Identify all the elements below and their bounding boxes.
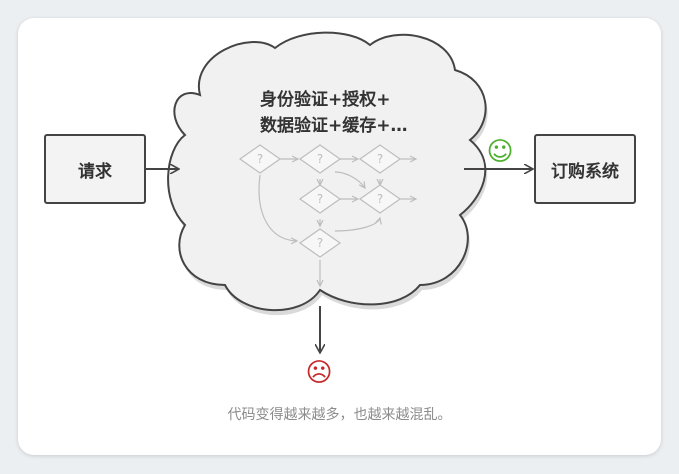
cloud-title-line1: 身份验证+授权+ — [260, 90, 391, 110]
cloud-shape — [167, 31, 487, 311]
decision-glyph: ? — [257, 152, 263, 166]
request-label: 请求 — [78, 161, 112, 182]
decision-glyph: ? — [317, 236, 323, 250]
decision-node — [298, 184, 342, 214]
decision-node — [358, 144, 402, 174]
happy-face-icon: ☺ — [486, 137, 513, 167]
order-system-box: 订购系统 — [534, 134, 636, 204]
decision-glyph: ? — [377, 152, 383, 166]
decision-node — [358, 184, 402, 214]
internal-flow — [258, 159, 416, 286]
order-system-label: 订购系统 — [551, 161, 619, 182]
cloud-title-line2: 数据验证+缓存+… — [260, 116, 408, 136]
caption: 代码变得越来越多，也越来越混乱。 — [227, 407, 452, 423]
decision-glyph: ? — [377, 192, 383, 206]
decision-glyph: ? — [317, 192, 323, 206]
decision-node — [298, 144, 342, 174]
decision-glyph: ? — [317, 152, 323, 166]
sad-face-icon: ☹ — [305, 358, 332, 388]
decision-node — [238, 144, 282, 174]
decision-node — [298, 228, 342, 258]
request-box: 请求 — [44, 134, 146, 204]
